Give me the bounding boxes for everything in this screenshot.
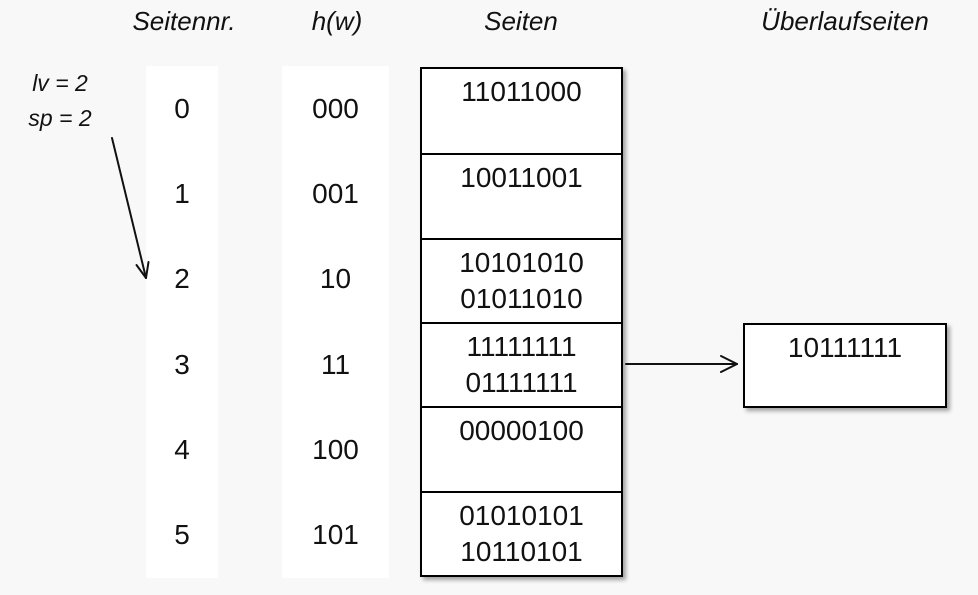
- hash-value: 100: [312, 433, 359, 465]
- split-pointer-arrow-icon: [111, 137, 150, 279]
- bucket-entry: 01010101: [459, 499, 584, 531]
- page-number: 4: [174, 433, 190, 465]
- bucket-entry: 10110101: [460, 535, 583, 567]
- page-number: 0: [174, 92, 190, 124]
- page-cell-4: 00000100: [422, 406, 621, 490]
- bucket-entry: 01111111: [465, 367, 578, 398]
- hash-value: 101: [312, 519, 359, 551]
- page-number: 1: [174, 177, 190, 209]
- overflow-page-box: 10111111: [743, 323, 947, 408]
- level-splitpointer-annotation: lv = 2 sp = 2: [14, 66, 106, 136]
- page-cell-2: 10101010 01011010: [422, 237, 621, 322]
- bucket-entry: 10011001: [460, 162, 583, 194]
- page-number: 5: [174, 519, 190, 551]
- bucket-entry: 11011000: [461, 76, 582, 107]
- bucket-entry: 10101010: [459, 246, 584, 278]
- hash-value: 001: [312, 177, 359, 209]
- page-cell-0: 11011000: [422, 69, 621, 153]
- overflow-entry: 10111111: [787, 332, 903, 363]
- hash-value: 11: [320, 348, 351, 380]
- page-cell-1: 10011001: [422, 153, 621, 237]
- bucket-entry: 11111111: [466, 331, 577, 362]
- page-cell-3: 11111111 01111111: [422, 322, 621, 406]
- pages-table: 11011000 10011001 10101010 01011010 1111…: [420, 67, 623, 577]
- column-header-hash-function: h(w): [311, 6, 363, 36]
- column-header-pages: Seiten: [484, 6, 558, 36]
- hash-value: 000: [312, 92, 359, 124]
- overflow-link-arrow-icon: [625, 355, 738, 373]
- split-pointer-value: sp = 2: [28, 105, 92, 131]
- page-cell-5: 01010101 10110101: [422, 490, 621, 575]
- level-value: lv = 2: [32, 70, 88, 96]
- bucket-entry: 01011010: [460, 282, 583, 314]
- column-header-overflow-pages: Überlaufseiten: [761, 6, 929, 36]
- page-number-column: 0 1 2 3 4 5: [146, 66, 218, 578]
- page-number: 2: [174, 263, 190, 295]
- page-number: 3: [174, 348, 190, 380]
- hash-value: 10: [319, 263, 352, 295]
- column-header-page-number: Seitennr.: [132, 6, 236, 36]
- hash-value-column: 000 001 10 11 100 101: [282, 66, 389, 578]
- bucket-entry: 00000100: [459, 415, 584, 447]
